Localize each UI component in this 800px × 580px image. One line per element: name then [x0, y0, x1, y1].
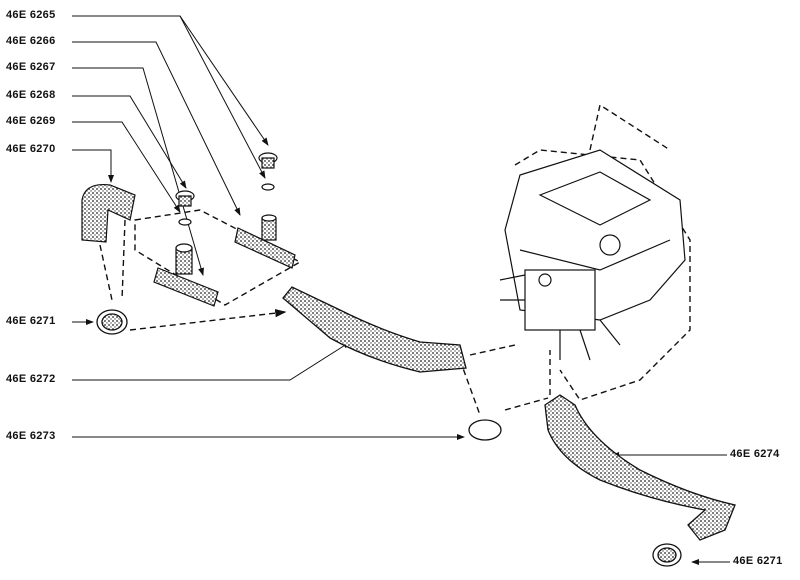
leader-lines	[72, 15, 730, 565]
label-46e-6274: 46E 6274	[730, 448, 780, 460]
leader-6265b	[179, 15, 266, 179]
carburetor	[499, 149, 686, 361]
leader-6266	[72, 41, 241, 216]
label-46e-6266: 46E 6266	[6, 35, 56, 47]
small-parts	[175, 152, 278, 226]
leader-6268	[72, 95, 187, 189]
leader-6272	[72, 341, 351, 381]
label-46e-6271-left: 46E 6271	[6, 315, 56, 327]
label-46e-6272: 46E 6272	[6, 373, 56, 385]
label-46e-6269: 46E 6269	[6, 115, 56, 127]
label-46e-6267: 46E 6267	[6, 61, 56, 73]
hose-6272	[282, 286, 467, 373]
t-piece-lower	[153, 243, 219, 307]
leader-6269	[72, 121, 181, 213]
label-46e-6273: 46E 6273	[6, 430, 56, 442]
label-46e-6270: 46E 6270	[6, 143, 56, 155]
label-46e-6265: 46E 6265	[6, 9, 56, 21]
label-46e-6268: 46E 6268	[6, 89, 56, 101]
label-46e-6271-right: 46E 6271	[733, 555, 783, 567]
t-piece-upper	[234, 214, 296, 269]
hose-6274	[544, 394, 736, 541]
leader-6265a	[72, 15, 269, 146]
elbow-hose	[81, 183, 136, 243]
assembly-dashes	[99, 103, 691, 416]
hose-clips	[96, 309, 682, 567]
leader-6270	[72, 149, 114, 183]
